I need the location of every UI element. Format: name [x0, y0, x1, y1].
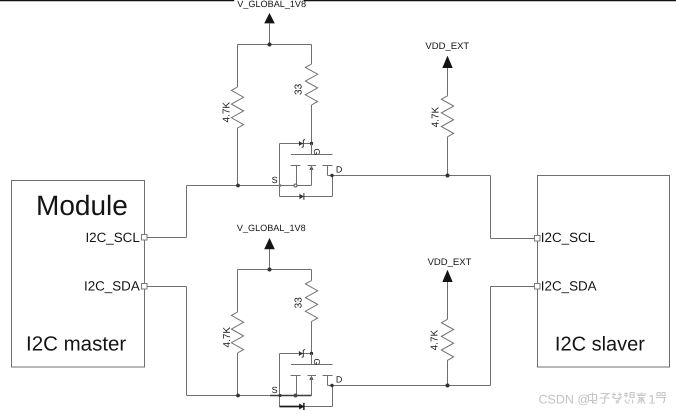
svg-text:VDD_EXT: VDD_EXT: [428, 257, 472, 268]
svg-text:33: 33: [293, 297, 304, 309]
svg-text:1: 1: [649, 393, 656, 407]
svg-text:I2C slaver: I2C slaver: [555, 333, 645, 355]
svg-text:G: G: [312, 149, 322, 156]
svg-text:S: S: [272, 385, 278, 395]
svg-text:D: D: [336, 375, 343, 385]
svg-text:4.7K: 4.7K: [429, 329, 440, 350]
svg-text:4.7K: 4.7K: [222, 327, 233, 348]
svg-text:I2C_SCL: I2C_SCL: [541, 230, 595, 245]
svg-text:I2C_SDA: I2C_SDA: [84, 279, 140, 294]
svg-text:D: D: [336, 165, 343, 175]
svg-text:4.7K: 4.7K: [221, 102, 232, 123]
svg-text:S: S: [272, 175, 278, 185]
svg-text:VDD_EXT: VDD_EXT: [425, 41, 469, 52]
svg-text:I2C_SDA: I2C_SDA: [541, 279, 597, 294]
svg-text:4.7K: 4.7K: [431, 106, 442, 127]
svg-text:V_GLOBAL_1V8: V_GLOBAL_1V8: [237, 223, 306, 233]
svg-text:I2C_SCL: I2C_SCL: [85, 230, 139, 245]
svg-text:CSDN @: CSDN @: [539, 393, 591, 407]
svg-text:G: G: [312, 359, 322, 366]
svg-text:33: 33: [293, 83, 304, 95]
svg-text:V_GLOBAL_1V8: V_GLOBAL_1V8: [237, 0, 306, 9]
svg-text:Module: Module: [36, 190, 128, 221]
svg-text:I2C master: I2C master: [26, 332, 126, 355]
